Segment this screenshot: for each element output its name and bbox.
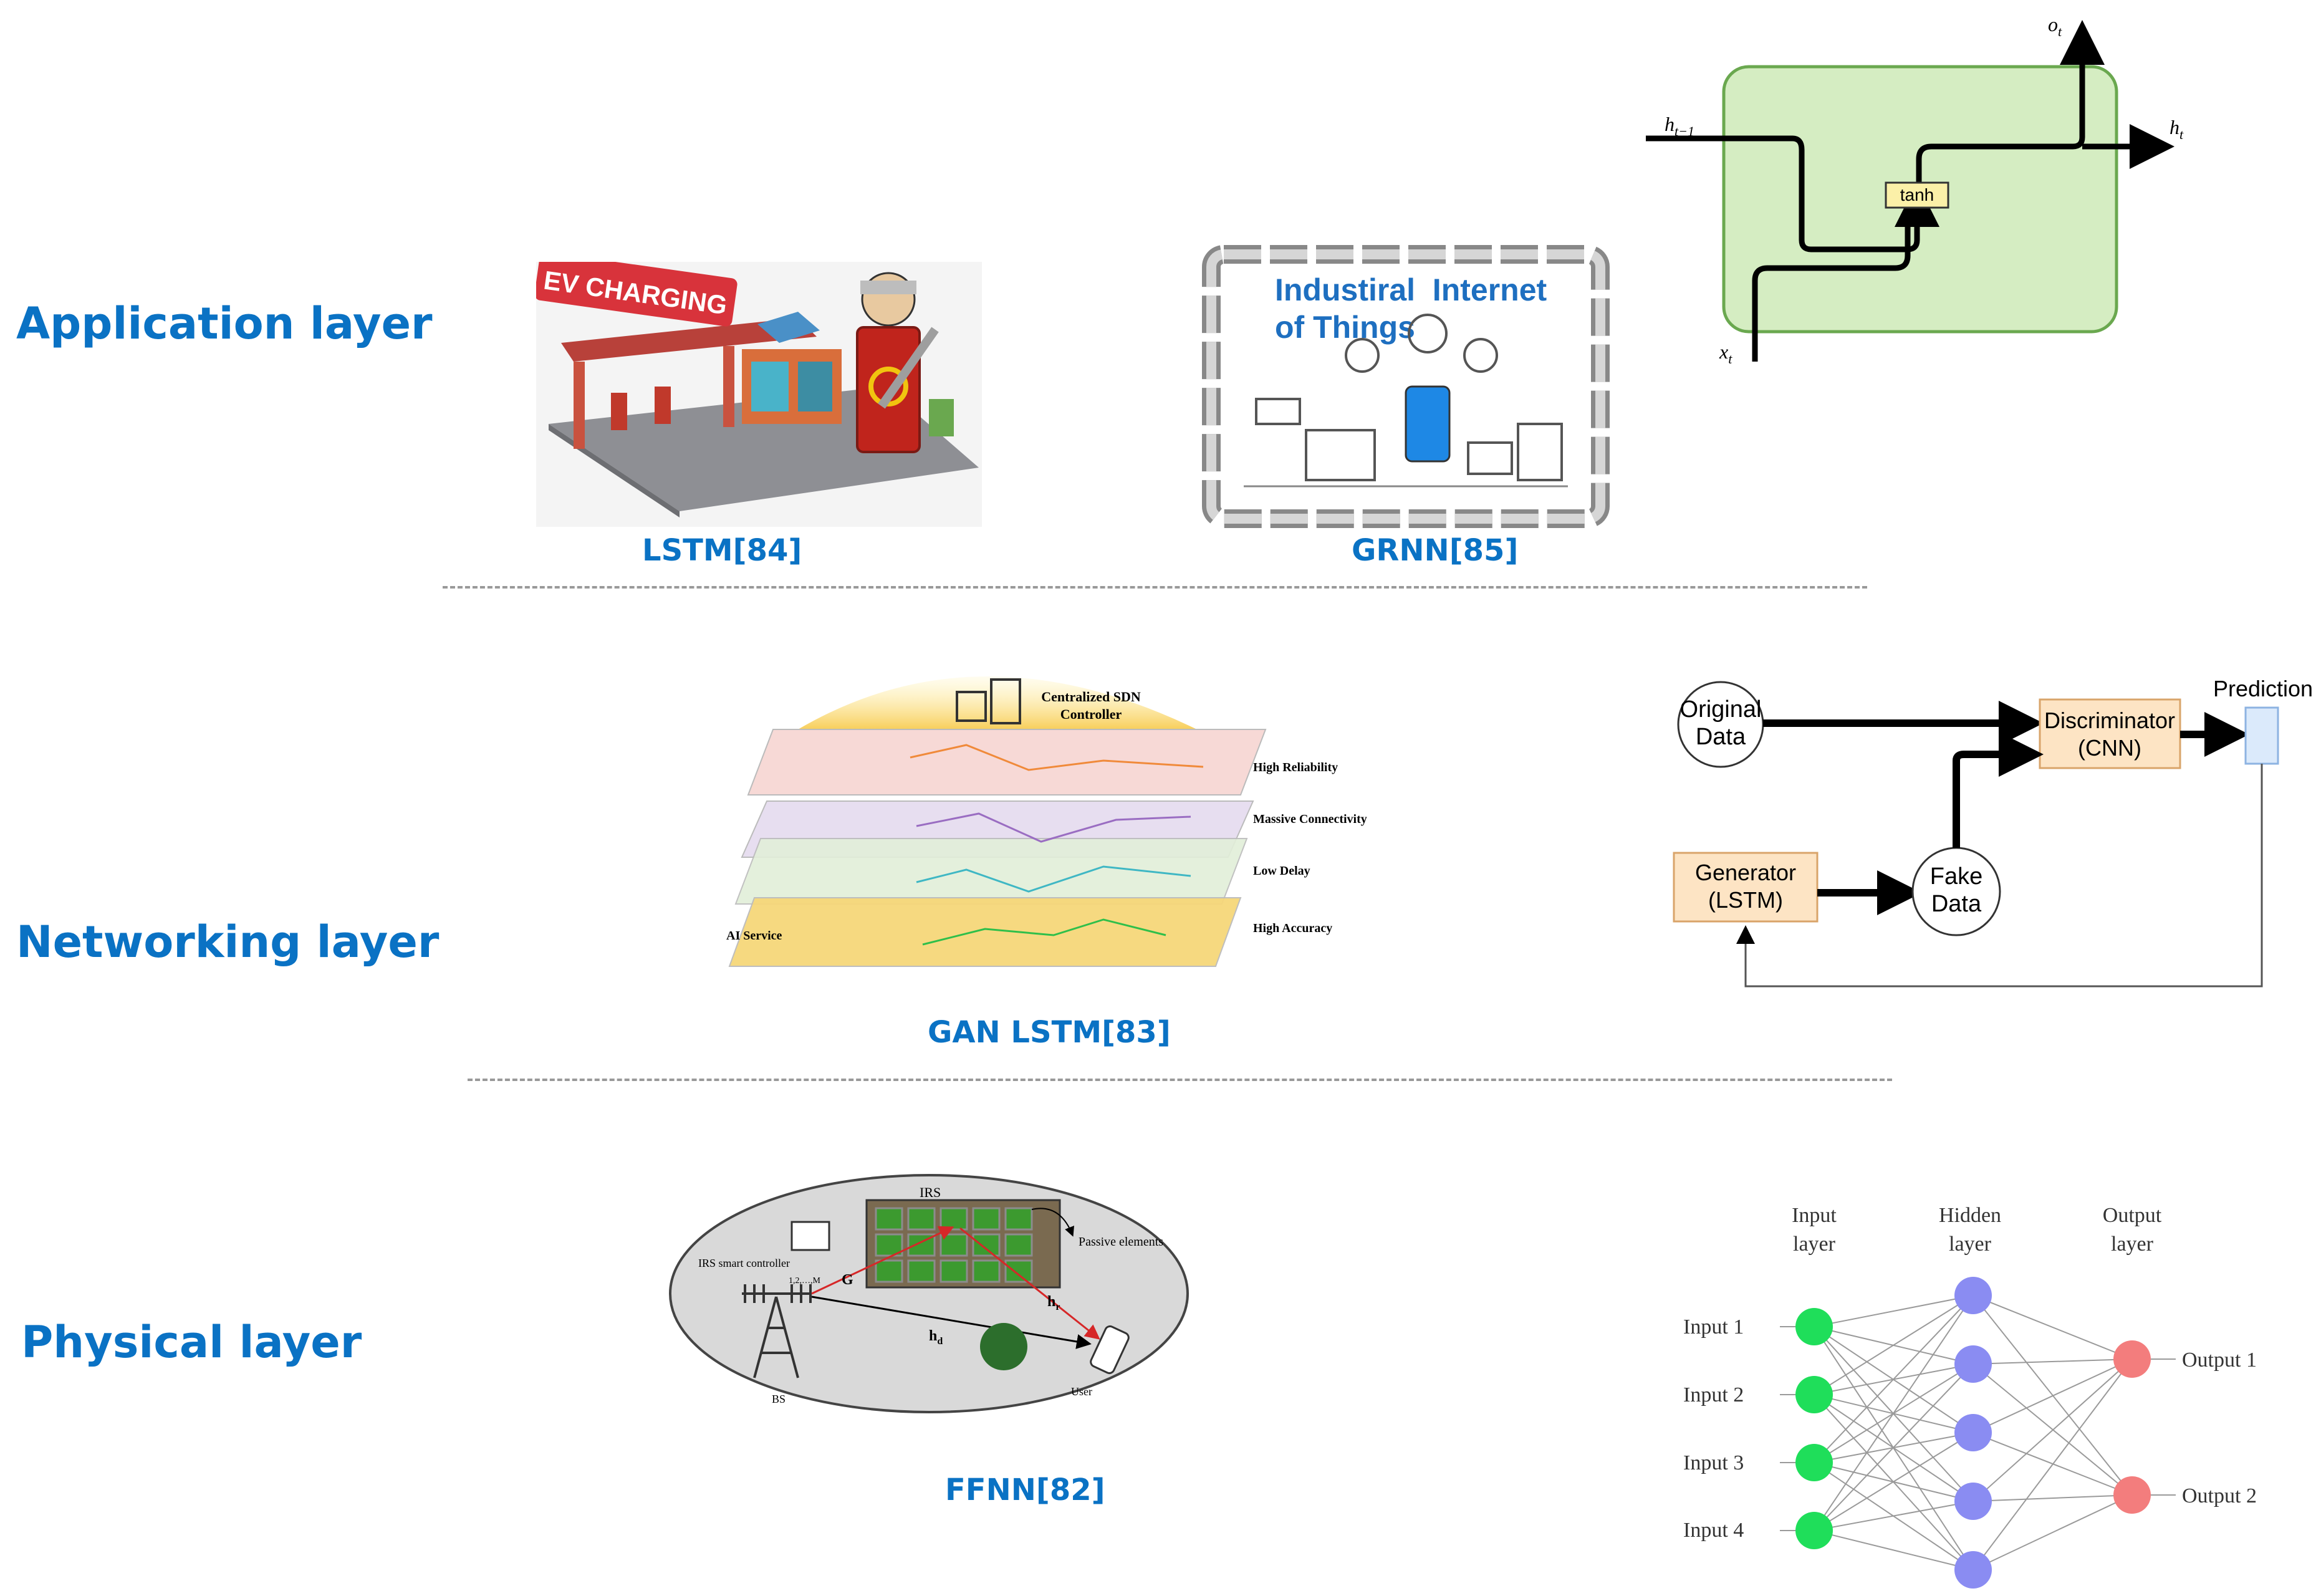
nn-hidden-node-5 (1954, 1551, 1992, 1589)
nn-hidden-node-3 (1954, 1414, 1992, 1451)
ev-charging-illustration: EV CHARGING (536, 262, 982, 527)
nn-hidden-node-4 (1954, 1483, 1992, 1520)
x-in-label: x (1719, 340, 1728, 363)
prediction-label: Prediction (2213, 676, 2313, 701)
caption-ffnn82: FFNN[82] (945, 1473, 1105, 1507)
svg-text:hd: hd (929, 1328, 943, 1347)
nn-edge (1973, 1295, 2133, 1360)
rnn-cell-diagram: tanh ht−1 ht ot xt (1646, 13, 2184, 367)
nn-edge (1814, 1295, 1974, 1463)
h-out-label: h (2170, 116, 2179, 138)
caption-ganlstm83: GAN LSTM[83] (928, 1015, 1171, 1050)
nn-edges (1780, 1295, 2176, 1570)
x-in-sub: t (1728, 351, 1732, 367)
svg-text:ot: ot (2048, 13, 2062, 39)
divider-top (443, 586, 1867, 589)
caption-lstm84: LSTM[84] (642, 533, 802, 568)
irs-hd-label: h (929, 1328, 937, 1344)
nn-edge (1814, 1530, 1974, 1570)
h-out-sub: t (2179, 127, 2184, 142)
sdn-plane-3: Low Delay (1253, 864, 1310, 878)
divider-bottom (468, 1079, 1892, 1081)
nn-input-1-label: Input 1 (1683, 1315, 1744, 1339)
sdn-ai-service: AI Service (726, 929, 782, 943)
nn-edge (1973, 1358, 2133, 1433)
nn-output-node-1 (2113, 1340, 2151, 1378)
nn-input-node-3 (1795, 1444, 1833, 1481)
iiot-title-line2: of Things (1275, 310, 1415, 345)
nn-edge (1814, 1295, 1974, 1395)
irs-illustration: IRS Passive elements IRS smart controlle… (669, 1174, 1189, 1413)
nn-input-2-label: Input 2 (1683, 1383, 1744, 1406)
nn-hidden-node-1 (1954, 1277, 1992, 1314)
irs-g-label: G (842, 1272, 853, 1288)
irs-hr-sub: r (1055, 1302, 1060, 1312)
nn-edge (1973, 1358, 2133, 1365)
nn-edge (1814, 1295, 1974, 1531)
h-prev-sub: t−1 (1675, 123, 1694, 139)
application-layer-label: Application layer (16, 298, 433, 349)
irs-user-label: User (1071, 1385, 1092, 1398)
svg-text:hr: hr (1047, 1294, 1060, 1312)
nn-input-4-label: Input 4 (1683, 1519, 1744, 1542)
nn-nodes (1795, 1277, 2151, 1589)
nn-edge (1973, 1494, 2133, 1570)
svg-text:ht: ht (2170, 116, 2184, 142)
nn-input-3-label: Input 3 (1683, 1451, 1744, 1474)
nn-edge (1814, 1501, 1974, 1531)
physical-layer-label: Physical layer (21, 1317, 362, 1368)
iiot-chain-illustration: Industiral Internet of Things (1202, 245, 1610, 528)
generator-node (1673, 852, 1819, 923)
networking-layer-label: Networking layer (16, 916, 440, 968)
nn-edge (1814, 1432, 1974, 1531)
sdn-plane-2: Massive Connectivity (1253, 812, 1367, 826)
nn-input-node-4 (1795, 1512, 1833, 1549)
sdn-plane-1: High Reliability (1253, 761, 1338, 774)
nn-input-node-1 (1795, 1308, 1833, 1345)
irs-label: IRS (920, 1185, 941, 1200)
nn-edge (1973, 1358, 2133, 1570)
irs-bs-label: BS (772, 1393, 786, 1405)
irs-hr-label: h (1047, 1294, 1055, 1310)
nn-edge (1814, 1363, 1974, 1531)
nn-output-1-label: Output 1 (2182, 1348, 2257, 1372)
o-out-sub: t (2058, 24, 2062, 39)
nn-input-node-2 (1795, 1376, 1833, 1413)
o-out-label: o (2048, 13, 2058, 36)
prediction-node (2244, 706, 2279, 765)
h-prev-label: h (1665, 113, 1675, 135)
nn-hidden-node-2 (1954, 1345, 1992, 1383)
svg-text:xt: xt (1719, 340, 1732, 367)
irs-hd-sub: d (937, 1336, 943, 1347)
tanh-gate (1885, 181, 1949, 209)
nn-edge (1973, 1358, 2133, 1502)
nn-output-node-2 (2113, 1476, 2151, 1514)
svg-text:ht−1: ht−1 (1665, 113, 1694, 139)
caption-grnn85: GRNN[85] (1352, 533, 1519, 568)
nn-edge (1973, 1494, 2133, 1502)
tanh-gate-label: tanh (1900, 185, 1934, 204)
irs-passive-label: Passive elements (1079, 1235, 1163, 1249)
irs-controller-label: IRS smart controller (698, 1257, 790, 1269)
nn-output-2-label: Output 2 (2182, 1484, 2257, 1507)
irs-elements-label: 1,2,…,M (789, 1276, 821, 1286)
nn-edge (1814, 1295, 1974, 1327)
sdn-plane-4: High Accuracy (1253, 921, 1332, 935)
iiot-title-line1: Industiral Internet (1275, 272, 1547, 307)
